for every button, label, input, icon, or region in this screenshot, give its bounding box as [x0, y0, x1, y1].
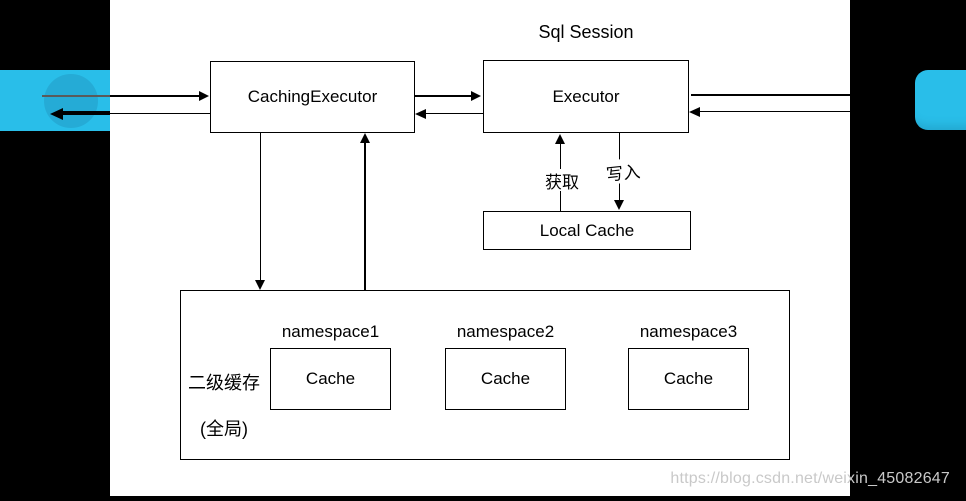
namespace3-cache-box: Cache	[628, 348, 749, 410]
caching-executor-label: CachingExecutor	[247, 87, 378, 106]
executor-label: Executor	[552, 86, 620, 106]
namespace1-label: namespace1	[281, 322, 380, 341]
caching-executor-box: CachingExecutor	[210, 61, 415, 133]
cache-label: Cache	[480, 369, 531, 388]
database-cylinder-icon	[915, 70, 966, 130]
namespace2-label: namespace2	[456, 322, 555, 341]
executor-box: Executor	[483, 60, 689, 133]
arrowhead-up-icon	[555, 134, 565, 144]
cache-label: Cache	[305, 369, 356, 388]
l2-cache-label-line2: (全局)	[200, 419, 248, 439]
arrowhead-up-icon	[359, 133, 370, 143]
letterbox-bottom	[0, 496, 966, 501]
l2-cache-label: 二级缓存 (全局)	[183, 349, 265, 441]
namespace2-cache-box: Cache	[445, 348, 566, 410]
l2-cache-label-line1: 二级缓存	[188, 373, 260, 393]
arrow-caching-to-executor-line	[415, 95, 473, 97]
arrowhead-down-icon	[255, 280, 265, 290]
cyan-shape-left	[0, 70, 110, 131]
arrowhead-left-icon	[415, 108, 426, 119]
arrow-into-caching-executor-line	[110, 95, 199, 97]
write-label: 写入	[597, 156, 649, 186]
local-cache-box: Local Cache	[483, 211, 691, 250]
cache-label: Cache	[663, 369, 714, 388]
arrowhead-right-icon	[199, 90, 209, 101]
arrow-executor-to-caching-line	[424, 112, 483, 114]
arrowhead-left-icon	[50, 108, 63, 120]
namespace1-cache-box: Cache	[270, 348, 391, 410]
sql-session-label: Sql Session	[538, 21, 634, 42]
arrow-return-thick-segment	[63, 111, 110, 115]
arrowhead-down-icon	[614, 200, 624, 210]
get-label: 获取	[540, 169, 584, 192]
namespace3-label: namespace3	[639, 322, 738, 341]
watermark-url: https://blog.csdn.net/weixin_45082647	[670, 470, 950, 487]
local-cache-label: Local Cache	[539, 220, 635, 240]
arrowhead-right-icon	[471, 90, 481, 101]
arrow-l2cache-to-caching-line	[364, 142, 366, 290]
arrow-into-caching-executor-line-cyan	[42, 95, 110, 97]
line-executor-to-db	[691, 94, 850, 96]
arrow-return-from-caching-executor-line	[62, 112, 210, 114]
arrow-caching-to-l2cache-line	[259, 133, 261, 281]
arrowhead-left-icon	[689, 106, 700, 117]
arrow-db-to-executor-line	[699, 110, 850, 112]
